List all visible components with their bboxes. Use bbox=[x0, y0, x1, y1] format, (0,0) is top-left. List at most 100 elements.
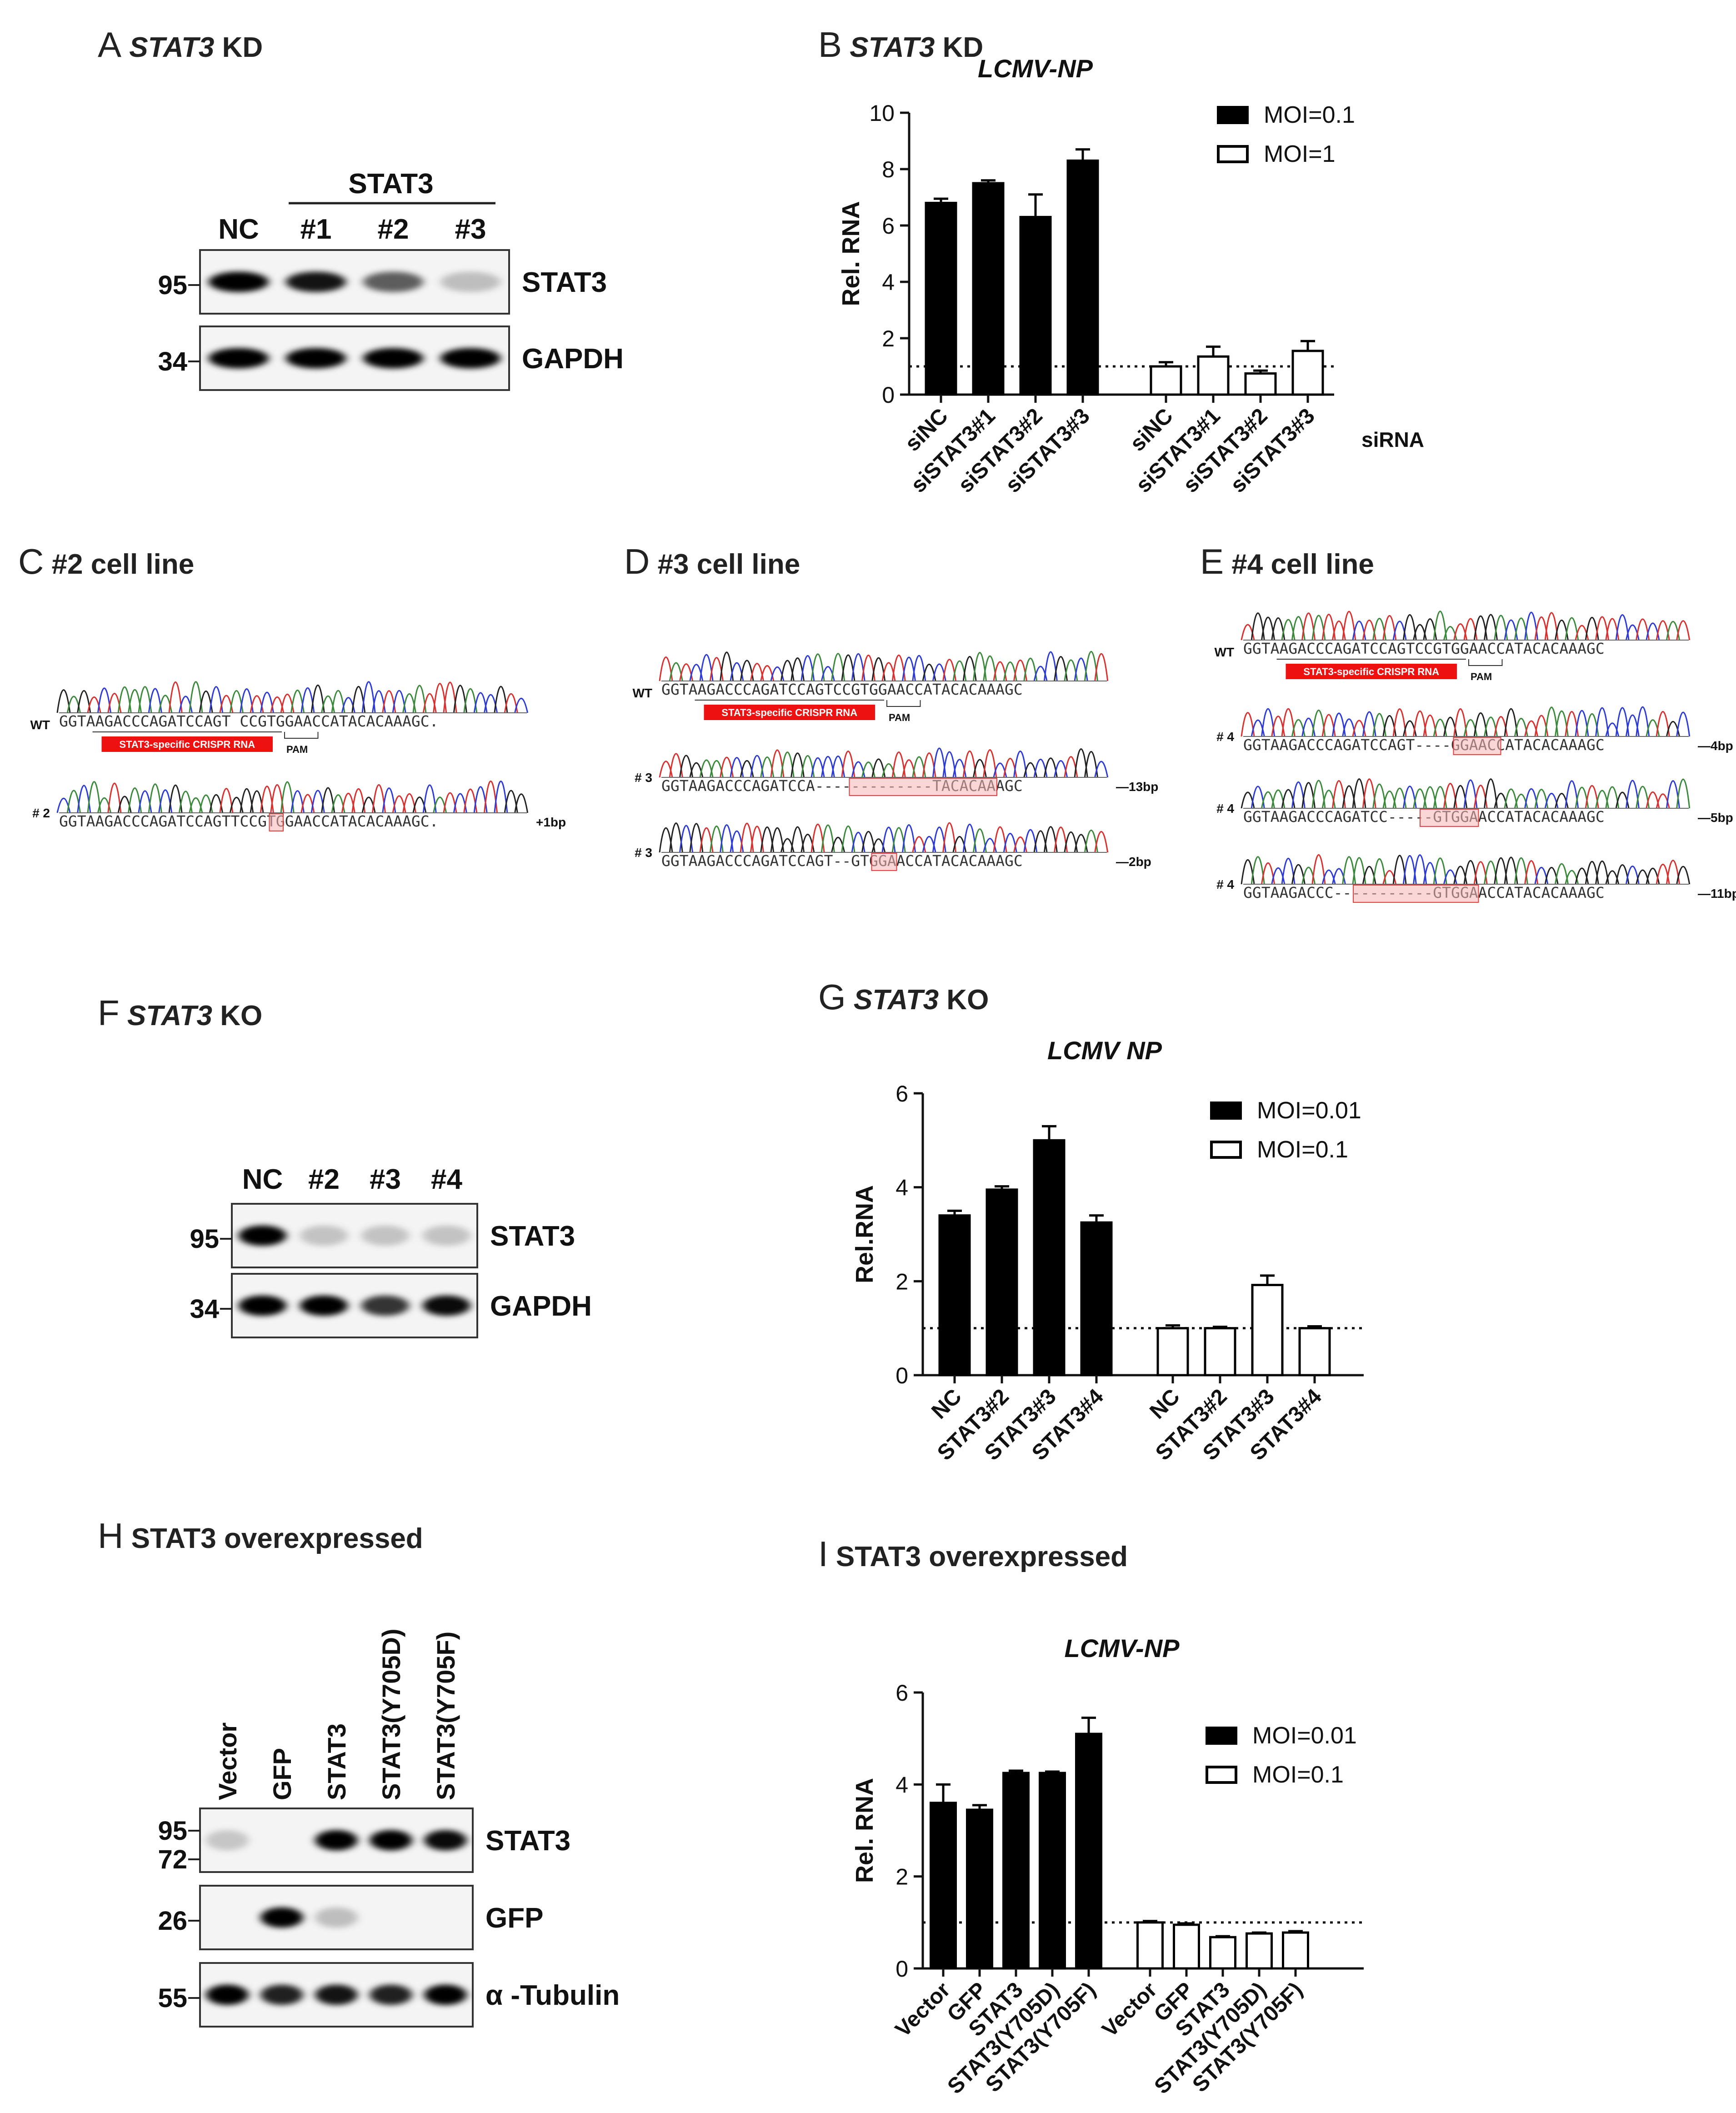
chromatogram-peak bbox=[1484, 778, 1498, 809]
chromatogram-peak bbox=[820, 666, 835, 681]
chromatogram-peak bbox=[280, 781, 295, 813]
chromatogram-peak bbox=[1615, 614, 1630, 641]
blot-band bbox=[363, 271, 424, 292]
pam-label: PAM bbox=[889, 712, 910, 723]
chromatogram-peak bbox=[942, 751, 957, 778]
mutant-sequence: GGTAAGACCCAGATCCAGT----GGAACCATACACAAAGC bbox=[1243, 736, 1605, 754]
panel-title-H: H STAT3 overexpressed bbox=[98, 1516, 423, 1556]
blot-lane-label: GFP bbox=[268, 1748, 296, 1800]
chromatogram-peak bbox=[331, 690, 345, 713]
chromatogram-peak bbox=[178, 791, 193, 813]
y-tick-label: 4 bbox=[896, 1175, 908, 1201]
chromatogram-peak bbox=[1013, 751, 1028, 778]
chromatogram-peak bbox=[1494, 615, 1508, 641]
chromatogram-peak bbox=[861, 831, 876, 853]
chromatogram-peak bbox=[972, 828, 987, 853]
chromatogram-peak bbox=[770, 827, 785, 853]
panel-gene-name: STAT3 bbox=[127, 1000, 212, 1031]
bar bbox=[1019, 215, 1052, 396]
chromatogram-peak bbox=[1504, 708, 1518, 737]
y-axis-label: Rel. RNA bbox=[851, 1778, 878, 1883]
blot-lane-label: #3 bbox=[370, 1164, 401, 1195]
blot-lane-label: STAT3(Y705F) bbox=[431, 1632, 460, 1800]
chromatogram-peak bbox=[1251, 786, 1265, 809]
chromatogram-peak bbox=[1033, 666, 1048, 681]
chromatogram-peak bbox=[1281, 858, 1296, 885]
chromatogram-peak bbox=[1504, 788, 1518, 809]
panel-title-F: F STAT3 KO bbox=[98, 993, 262, 1033]
chromatogram-peak bbox=[1241, 712, 1255, 737]
x-tick-label: NC bbox=[927, 1384, 966, 1423]
bar bbox=[1282, 1931, 1309, 1970]
bar bbox=[1150, 365, 1182, 396]
panel-subtitle: STAT3 overexpressed bbox=[836, 1541, 1128, 1572]
bar bbox=[1209, 1936, 1236, 1970]
crispr-rna-label: STAT3-specific CRISPR RNA bbox=[1303, 666, 1439, 677]
chromatogram-peak bbox=[351, 788, 366, 813]
y-tick-label: 0 bbox=[896, 1363, 908, 1388]
blot-band bbox=[422, 1225, 471, 1246]
chromatogram-peak bbox=[1656, 711, 1670, 737]
x-axis-label: siRNA bbox=[1361, 428, 1424, 451]
panel-title-A: A STAT3 KD bbox=[98, 25, 263, 65]
panel-title-I: I STAT3 overexpressed bbox=[818, 1534, 1128, 1574]
panel-letter: E bbox=[1200, 541, 1224, 581]
chromatogram-peak bbox=[1372, 858, 1387, 885]
chromatogram-peak bbox=[1676, 620, 1691, 641]
blot-band bbox=[315, 1984, 358, 2005]
bar bbox=[966, 1808, 993, 1970]
chromatogram-peak bbox=[689, 823, 704, 853]
blot-size-marker: 34 bbox=[190, 1294, 219, 1324]
chromatogram-peak bbox=[810, 653, 825, 681]
blot-band bbox=[208, 348, 269, 369]
chromatogram-peak bbox=[1023, 657, 1038, 681]
blot-row-label: STAT3 bbox=[490, 1221, 575, 1252]
panel-subtitle: #4 cell line bbox=[1231, 549, 1374, 580]
chromatogram-peak bbox=[841, 826, 855, 853]
bar bbox=[1039, 1772, 1066, 1970]
y-tick-label: 6 bbox=[882, 213, 895, 239]
pam-label: PAM bbox=[1471, 671, 1492, 682]
chromatogram-peak bbox=[463, 688, 478, 713]
chromatogram-peak bbox=[1544, 612, 1559, 641]
blot-size-marker: 55 bbox=[158, 1983, 187, 2013]
crispr-rna-label: STAT3-specific CRISPR RNA bbox=[721, 707, 857, 718]
panel-subtitle: KO bbox=[939, 984, 989, 1016]
blot-size-marker: 95 bbox=[190, 1224, 219, 1254]
chromatogram-peak bbox=[841, 751, 855, 778]
chromatogram-peak bbox=[1565, 780, 1579, 809]
bar bbox=[1204, 1327, 1236, 1377]
bar bbox=[1002, 1772, 1030, 1970]
bar bbox=[1173, 1923, 1200, 1970]
chromatogram-peak bbox=[1524, 860, 1539, 885]
chromatogram-peak bbox=[1595, 860, 1610, 885]
chromatogram-peak bbox=[659, 656, 673, 681]
chromatogram-peak bbox=[422, 784, 437, 813]
chromatogram-peak bbox=[1094, 653, 1109, 681]
blot-lane-label: #1 bbox=[300, 214, 332, 245]
chromatogram-peak bbox=[720, 824, 734, 853]
legend-label: MOI=1 bbox=[1264, 141, 1336, 167]
blot-band bbox=[285, 271, 346, 292]
blot-band bbox=[370, 1830, 412, 1851]
wt-sequence: GGTAAGACCCAGATCCAGTCCGTGGAACCATACACAAAGC bbox=[1243, 640, 1605, 657]
panel-letter: H bbox=[98, 1516, 123, 1556]
y-tick-label: 6 bbox=[896, 1081, 908, 1107]
blot-band bbox=[315, 1907, 358, 1928]
bar bbox=[1066, 159, 1099, 396]
chromatogram-peak bbox=[983, 655, 997, 681]
bar bbox=[1033, 1139, 1066, 1377]
wt-sequence: GGTAAGACCCAGATCCAGTCCGTGGAACCATACACAAAGC bbox=[661, 681, 1023, 698]
legend-swatch bbox=[1206, 1727, 1237, 1745]
chromatogram-peak bbox=[1311, 780, 1326, 809]
chromatogram-peak bbox=[1676, 866, 1691, 885]
chromatogram-peak bbox=[1615, 707, 1630, 737]
legend-swatch bbox=[1217, 106, 1249, 124]
legend-label: MOI=0.1 bbox=[1252, 1762, 1344, 1788]
mutation-highlight bbox=[269, 813, 284, 831]
blot-lane-label: STAT3(Y705D) bbox=[377, 1628, 405, 1800]
